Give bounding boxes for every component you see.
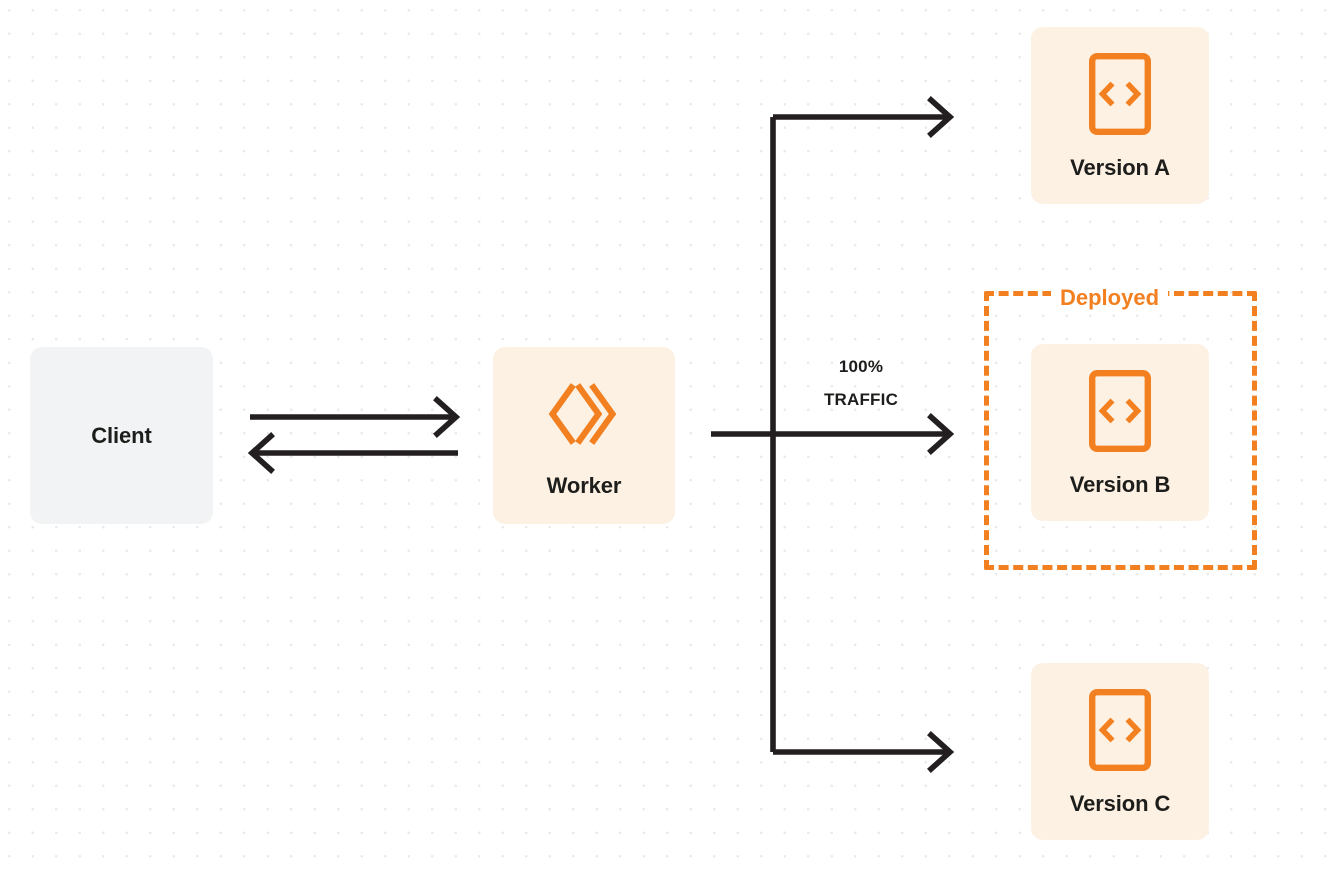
cloudflare-workers-logo-icon	[545, 375, 623, 453]
node-version-c-label: Version C	[1069, 790, 1171, 816]
traffic-word: TRAFFIC	[823, 390, 899, 409]
code-document-icon	[1089, 52, 1151, 135]
connector-to-version-a	[773, 96, 955, 138]
code-document-icon	[1089, 688, 1151, 771]
code-document-icon	[1089, 369, 1151, 452]
deployed-group-label: Deployed	[1051, 286, 1169, 310]
node-client[interactable]: Client	[30, 347, 213, 524]
connector-client-to-worker	[250, 396, 461, 438]
connector-to-version-b	[927, 413, 955, 455]
node-client-label: Client	[91, 422, 152, 448]
traffic-percent-value: 100%	[838, 357, 884, 376]
node-worker-label: Worker	[546, 472, 622, 498]
node-version-a-label: Version A	[1070, 154, 1170, 180]
node-version-a[interactable]: Version A	[1031, 27, 1209, 204]
connector-worker-trunk	[711, 117, 946, 752]
traffic-percentage-label: 100% TRAFFIC	[787, 350, 935, 416]
node-version-b[interactable]: Version B	[1031, 344, 1209, 521]
node-worker[interactable]: Worker	[493, 347, 675, 524]
node-version-c[interactable]: Version C	[1031, 663, 1209, 840]
connector-worker-to-client	[247, 432, 458, 474]
node-version-b-label: Version B	[1069, 471, 1171, 497]
connector-to-version-c	[773, 731, 955, 773]
